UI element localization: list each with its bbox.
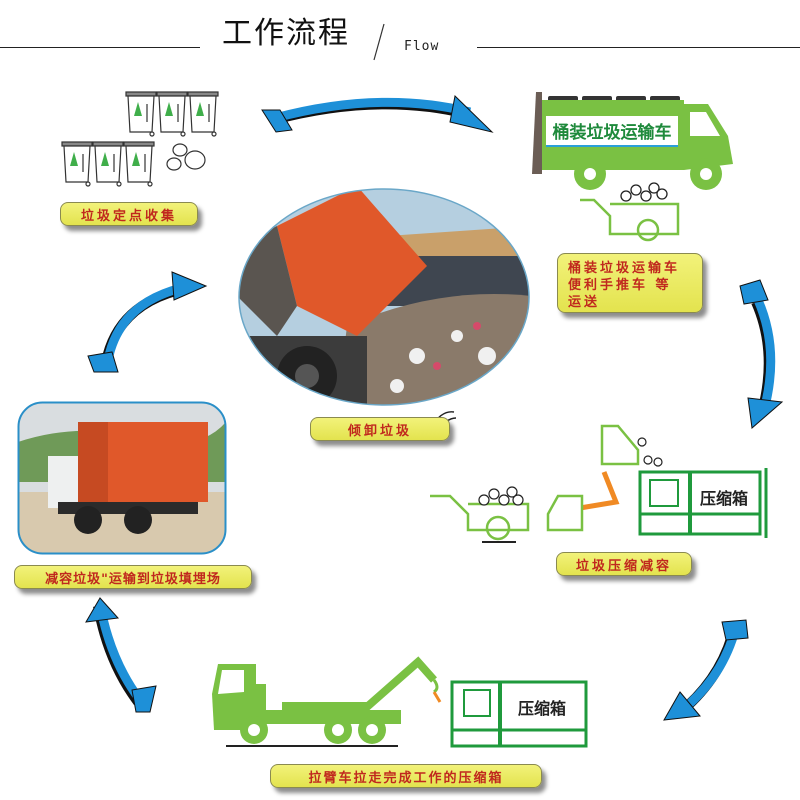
transport-label-line: 便利手推车 等 <box>568 278 672 293</box>
step-label-landfill: 减容垃圾"运输到垃圾填埋场 <box>14 565 252 589</box>
truck-sign-text: 桶装垃圾运输车 <box>553 122 672 143</box>
hooklift-illustration: 压缩箱 <box>212 656 588 748</box>
dumping-photo <box>238 188 530 406</box>
title-slash <box>373 23 385 61</box>
landfill-truck-photo <box>17 401 227 555</box>
step-label-collect: 垃圾定点收集 <box>60 202 198 226</box>
transport-label-line: 运送 <box>568 295 601 310</box>
compression-box-sign: 压缩箱 <box>700 489 748 508</box>
arrow-right-icon <box>261 94 494 133</box>
step-label-compress: 垃圾压缩减容 <box>556 552 692 576</box>
step-label-dump: 倾卸垃圾 <box>310 417 450 441</box>
arrow-down-left-icon <box>663 619 749 721</box>
arrow-down-icon <box>739 279 784 429</box>
arrow-up-right-icon <box>87 271 208 373</box>
step-label-transport: 桶装垃圾运输车 便利手推车 等 运送 <box>557 253 703 313</box>
step-label-haul: 拉臂车拉走完成工作的压缩箱 <box>270 764 542 788</box>
header-rule-right <box>477 47 800 48</box>
arrow-up-icon <box>85 597 157 713</box>
page-subtitle: Flow <box>404 39 440 54</box>
transport-label-line: 桶装垃圾运输车 <box>568 261 681 276</box>
haul-box-sign: 压缩箱 <box>518 699 566 718</box>
compression-illustration: 压缩箱 <box>430 411 768 543</box>
bin-truck-illustration: 桶装垃圾运输车 <box>532 92 733 242</box>
page-title: 工作流程 <box>222 16 350 51</box>
header-rule-left <box>0 47 200 48</box>
trash-bins-illustration <box>61 91 219 187</box>
